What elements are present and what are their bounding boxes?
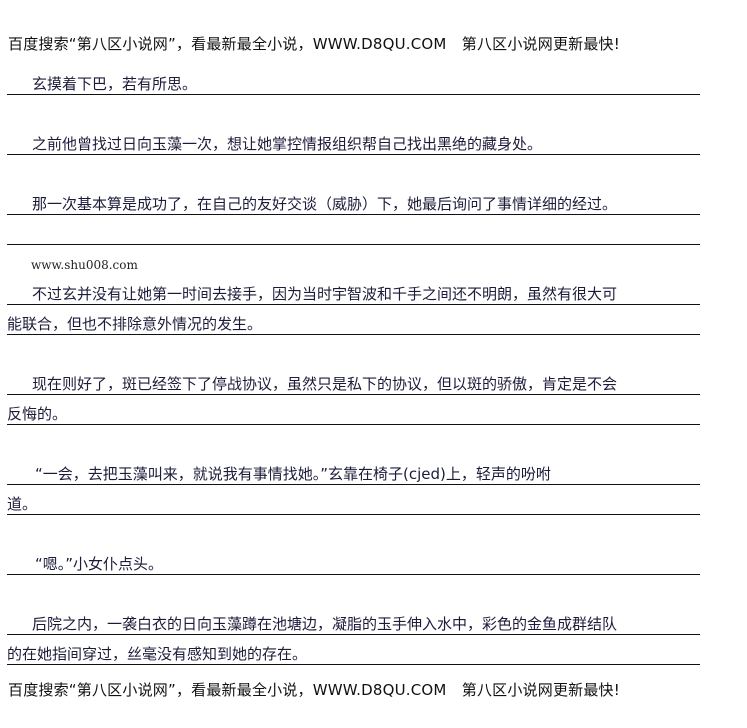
text-line: 的在她指间穿过，丝毫没有感知到她的存在。	[7, 645, 700, 665]
text-line: 那一次基本算是成功了，在自己的友好交谈（威胁）下，她最后询问了事情详细的经过。	[7, 195, 700, 215]
line-text: 能联合，但也不排除意外情况的发生。	[7, 315, 263, 333]
header-banner: 百度搜索“第八区小说网”，看最新最全小说，WWW.D8QU.COM 第八区小说网…	[8, 35, 620, 53]
footer-banner: 百度搜索“第八区小说网”，看最新最全小说，WWW.D8QU.COM 第八区小说网…	[8, 681, 620, 699]
watermark-url: www.shu008.com	[31, 258, 138, 272]
text-line: 现在则好了，斑已经签下了停战协议，虽然只是私下的协议，但以斑的骄傲，肯定是不会	[7, 375, 700, 395]
text-line: “嗯。”小女仆点头。	[7, 555, 700, 575]
text-line: 之前他曾找过日向玉藻一次，想让她掌控情报组织帮自己找出黑绝的藏身处。	[7, 135, 700, 155]
text-line	[7, 226, 700, 245]
line-text: 道。	[7, 495, 38, 513]
line-text: “嗯。”小女仆点头。	[35, 555, 164, 573]
text-line: 不过玄并没有让她第一时间去接手，因为当时宇智波和千手之间还不明朗，虽然有很大可	[7, 285, 700, 305]
text-line: 能联合，但也不排除意外情况的发生。	[7, 315, 700, 335]
line-text: 不过玄并没有让她第一时间去接手，因为当时宇智波和千手之间还不明朗，虽然有很大可	[32, 285, 618, 303]
text-line: 玄摸着下巴，若有所思。	[7, 75, 700, 95]
line-text: 现在则好了，斑已经签下了停战协议，虽然只是私下的协议，但以斑的骄傲，肯定是不会	[32, 375, 618, 393]
line-text: “一会，去把玉藻叫来，就说我有事情找她。”玄靠在椅子(cjed)上，轻声的吩咐	[35, 465, 551, 483]
line-text: 反悔的。	[7, 405, 68, 423]
line-text: 那一次基本算是成功了，在自己的友好交谈（威胁）下，她最后询问了事情详细的经过。	[32, 195, 618, 213]
text-line: 后院之内，一袭白衣的日向玉藻蹲在池塘边，凝脂的玉手伸入水中，彩色的金鱼成群结队	[7, 615, 700, 635]
text-line: 反悔的。	[7, 405, 700, 425]
line-text: 之前他曾找过日向玉藻一次，想让她掌控情报组织帮自己找出黑绝的藏身处。	[32, 135, 543, 153]
text-line: 道。	[7, 495, 700, 515]
text-line: “一会，去把玉藻叫来，就说我有事情找她。”玄靠在椅子(cjed)上，轻声的吩咐	[7, 465, 700, 485]
line-text: 后院之内，一袭白衣的日向玉藻蹲在池塘边，凝脂的玉手伸入水中，彩色的金鱼成群结队	[32, 615, 618, 633]
line-text: 的在她指间穿过，丝毫没有感知到她的存在。	[7, 645, 308, 663]
line-text: 玄摸着下巴，若有所思。	[32, 75, 198, 93]
